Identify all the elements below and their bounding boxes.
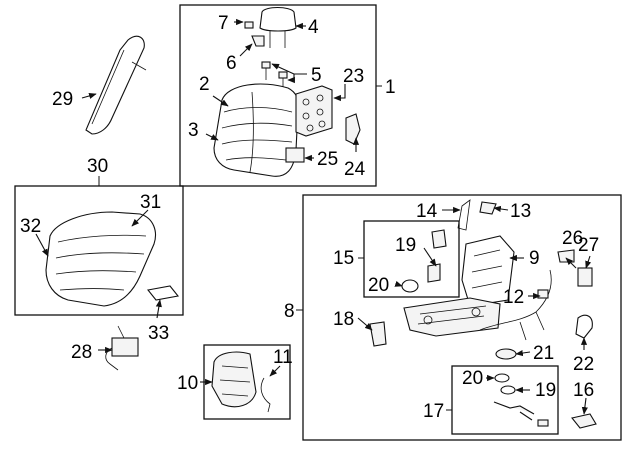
cap-part-26	[557, 249, 575, 263]
ring-part-20b	[494, 373, 510, 383]
mat-part-33	[146, 285, 180, 301]
callout-12: 12	[503, 287, 524, 308]
callout-25: 25	[317, 149, 338, 170]
callout-31: 31	[140, 192, 161, 213]
side-trim-part	[85, 35, 147, 135]
callout-2: 2	[199, 74, 210, 95]
callout-numbers: 1 2 3 4 5 6 7 8 9 10 11 12 13 14 15 16 1…	[20, 13, 599, 422]
bracket-part-18	[369, 321, 387, 347]
callout-20-upper: 20	[368, 275, 389, 296]
callout-5: 5	[311, 65, 322, 86]
callout-14: 14	[416, 201, 438, 222]
lever-part	[493, 401, 535, 421]
seat-frame-part	[403, 235, 515, 337]
callout-26: 26	[562, 228, 583, 249]
bracket-part-24	[345, 113, 361, 145]
callout-19-upper: 19	[395, 235, 416, 256]
callout-8: 8	[284, 301, 295, 322]
sub-box-15	[363, 220, 460, 298]
callout-10: 10	[177, 373, 198, 394]
callout-27: 27	[578, 235, 599, 256]
callout-17: 17	[423, 401, 444, 422]
callout-24: 24	[344, 159, 366, 180]
switch-part-27	[577, 267, 593, 287]
ring-part-19b	[500, 385, 516, 395]
callout-21: 21	[533, 343, 554, 364]
knob-part-19a	[427, 263, 441, 283]
seat-back-cover-part	[213, 83, 300, 177]
leader-lines	[35, 18, 592, 415]
back-pad-part-23	[295, 85, 333, 137]
callout-23: 23	[343, 66, 364, 87]
motor-part-28	[105, 325, 139, 371]
frame-group-box	[302, 194, 622, 441]
wire-part-11	[260, 377, 271, 413]
cable-part-14	[457, 199, 471, 231]
callout-3: 3	[188, 120, 199, 141]
wiring-harness-part	[479, 269, 552, 341]
lumbar-assembly-part	[211, 351, 257, 408]
callout-1: 1	[385, 77, 396, 98]
callout-7: 7	[218, 13, 229, 34]
headrest-part	[259, 6, 297, 48]
callout-29: 29	[52, 89, 73, 110]
callout-15: 15	[333, 248, 354, 269]
connector-part	[537, 289, 549, 299]
cover-part-13	[479, 201, 497, 215]
callout-19-lower: 19	[535, 380, 556, 401]
handle-part-16	[571, 413, 597, 429]
callout-22: 22	[573, 354, 594, 375]
guide-part-6	[251, 35, 265, 47]
callout-11: 11	[273, 347, 293, 368]
callout-18: 18	[333, 309, 354, 330]
bracket-part-19a	[431, 229, 447, 249]
seat-back-group-box	[179, 4, 377, 187]
callout-28: 28	[71, 342, 92, 363]
seat-cushion-part	[45, 211, 157, 307]
callout-6: 6	[226, 53, 237, 74]
cover-part-22	[575, 314, 593, 339]
grommet-part-21	[495, 348, 517, 360]
callout-13: 13	[510, 201, 531, 222]
sub-box-17	[451, 365, 559, 435]
callout-9: 9	[529, 248, 540, 269]
callout-32: 32	[20, 216, 41, 237]
clip-part	[537, 419, 549, 427]
callout-33: 33	[148, 323, 169, 344]
ring-part-20a	[401, 279, 419, 293]
guide-part-7	[244, 21, 254, 29]
callout-20-lower: 20	[462, 368, 483, 389]
callout-16: 16	[573, 380, 594, 401]
callout-4: 4	[308, 17, 319, 38]
callout-30: 30	[87, 156, 108, 177]
module-part-25	[285, 147, 305, 163]
